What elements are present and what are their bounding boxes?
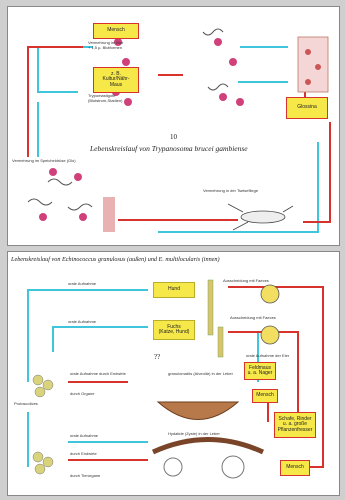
panel-number: 10 xyxy=(170,133,177,141)
trypanosome-shape xyxy=(27,198,53,206)
question-mark: ?? xyxy=(154,353,161,361)
trypanosome-shape xyxy=(47,178,73,186)
liver-cyst-icon xyxy=(156,401,240,420)
host-box-mensch: Mensch xyxy=(93,23,139,39)
protoscolex-cluster-icon xyxy=(32,374,54,475)
cyst-icon xyxy=(163,457,183,477)
label-bottom: Vermehrung in der Tsetsefliege xyxy=(203,188,259,193)
hydatid-cyst-icon xyxy=(151,437,265,455)
stage-box: z. B.Kultur/Nähr-Maus xyxy=(93,67,139,93)
trypanosome-shape xyxy=(202,28,224,36)
cyan-arrow-second xyxy=(52,326,148,352)
tsetse-fly-icon xyxy=(227,203,294,231)
parasite-dot xyxy=(49,168,57,176)
label-orale-top: orale Aufnahme xyxy=(68,281,97,286)
box-mensch-mid: Mensch xyxy=(252,389,278,403)
label-ausscheidung-mid: Ausscheidung mit Faeces xyxy=(230,315,276,320)
box-mensch-bottom: Mensch xyxy=(280,460,310,476)
label-upper: Vermehrung im Blut+ 1,5 µ. Blutformen xyxy=(88,40,124,50)
parasite-dot xyxy=(124,98,132,106)
egg-icon xyxy=(260,284,280,304)
parasite-dot xyxy=(219,93,227,101)
label-durch-endwirte: durch Endwirte xyxy=(70,451,97,456)
label-hydatide: Hydatide (Zyste) in der Leber xyxy=(168,431,220,436)
echinococcus-panel: Lebenskreislauf von Echinococcus granulo… xyxy=(7,251,340,496)
trypanosome-shape xyxy=(67,203,93,211)
vessel-icon xyxy=(103,197,115,232)
parasite-dot xyxy=(79,213,87,221)
red-arrow-right xyxy=(303,122,331,223)
egg-icon xyxy=(260,325,280,345)
panel2-caption: Lebenskreislauf von Echinococcus granulo… xyxy=(11,256,220,263)
label-ausscheidung-top: Ausscheidung mit Faeces xyxy=(223,278,269,283)
panel1-caption: Lebenskreislauf von Trypanosoma brucei g… xyxy=(90,144,248,153)
vector-box-glossina: Glossina xyxy=(286,97,328,119)
parasite-dot xyxy=(74,173,82,181)
parasite-dot xyxy=(236,98,244,106)
trypanosoma-diagram xyxy=(27,28,331,233)
label-protoscolices: Protoscolices xyxy=(14,401,38,406)
parasite-dot xyxy=(114,38,122,46)
label-lower: Trypomastigote(Blutstrom-Stadien) xyxy=(88,93,123,103)
echinococcus-diagram xyxy=(27,279,324,479)
blood-vessel-icon xyxy=(297,36,329,93)
parasite-dot xyxy=(214,38,222,46)
label-orale-eier: orale Aufnahme der Eier xyxy=(246,353,290,358)
trypanosoma-panel: Mensch z. B.Kultur/Nähr-Maus Glossina Ve… xyxy=(7,6,340,246)
parasite-dot xyxy=(39,213,47,221)
trypanosome-shape xyxy=(207,83,229,91)
tapeworm-icon xyxy=(207,279,224,358)
label-orale-bottom: orale Aufnahme xyxy=(70,433,99,438)
cyan-arrow-right-down xyxy=(158,142,319,233)
label-gewebe: granulomatös (Alveolär) in der Leber xyxy=(168,371,233,376)
cyan-arrow-left xyxy=(37,47,78,93)
parasite-dot xyxy=(122,58,130,66)
box-hund: Hund xyxy=(153,282,195,298)
label-aufnahme-endwirte: orale Aufnahme durch Endwirte xyxy=(70,371,126,376)
red-arrow-left xyxy=(27,46,83,157)
label-tiere: durch Organe xyxy=(70,391,95,396)
parasite-dot xyxy=(229,58,237,66)
cyan-arrow-top xyxy=(27,289,148,382)
box-fuchs: Fuchs(Katze, Hund) xyxy=(153,320,195,340)
cyst-icon xyxy=(221,455,245,479)
red-arrow-inner xyxy=(228,331,299,432)
label-orale-mid: orale Aufnahme xyxy=(68,319,97,324)
label-organ-bottom: durch Tierorgane xyxy=(70,473,101,478)
label-left: Vermehrung im Speicheldrüse (Glo) xyxy=(12,158,76,163)
